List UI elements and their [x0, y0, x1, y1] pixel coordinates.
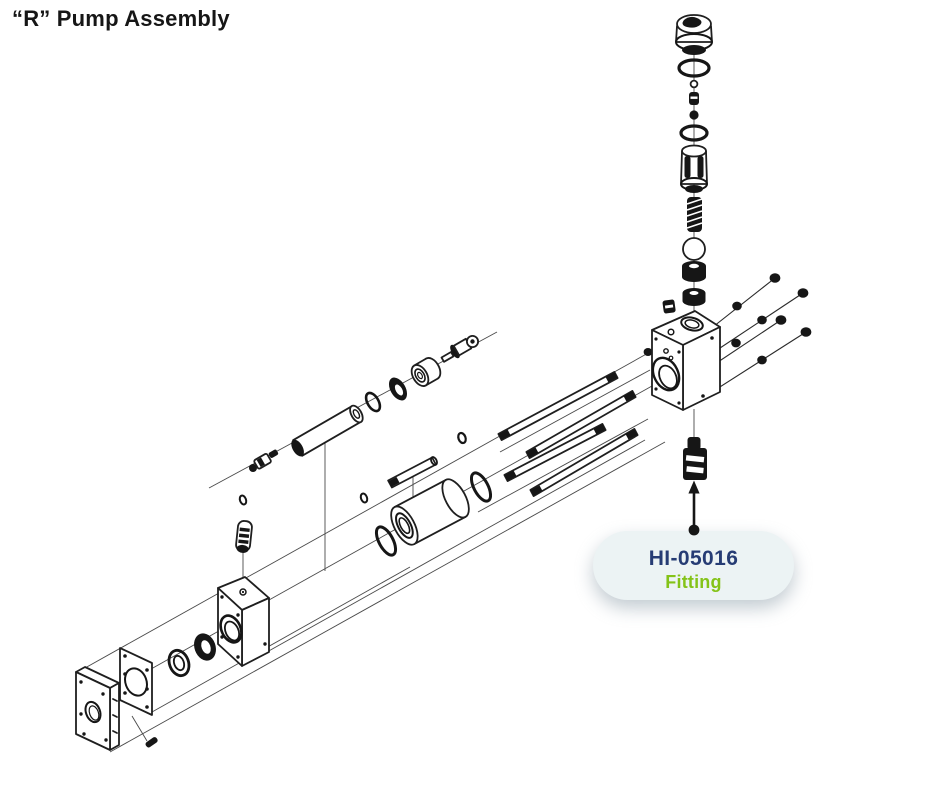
- packing-nut: [410, 357, 442, 387]
- seat-washer: [682, 288, 706, 306]
- check-ball-small: [689, 110, 699, 120]
- o-ring: [679, 124, 709, 142]
- cylinder-sleeve: [390, 478, 470, 546]
- page-title: “R” Pump Assembly: [12, 6, 230, 31]
- callout[interactable]: HI-05016 Fitting: [593, 480, 794, 601]
- callout-pointer-dot: [688, 524, 700, 536]
- small-plug: [662, 299, 676, 314]
- end-plate: [75, 666, 120, 751]
- callout-bubble: [593, 531, 794, 600]
- grease-fitting: [249, 449, 279, 472]
- rod-washer: [388, 377, 408, 401]
- check-ball: [682, 237, 706, 261]
- seal-rings: [167, 633, 216, 678]
- manifold-block: [651, 310, 721, 411]
- valve-cage: [680, 144, 708, 193]
- rod-o-ring: [364, 391, 382, 413]
- fitting-part: [683, 437, 707, 480]
- callout-part-number: HI-05016: [649, 547, 739, 570]
- spring-pin: [235, 520, 253, 553]
- small-o-rings: [238, 431, 467, 506]
- valve-stack: [675, 14, 713, 306]
- small-ball: [689, 79, 699, 89]
- small-poppet: [689, 92, 699, 105]
- pin-rod: [387, 456, 438, 489]
- tie-rods: [497, 370, 639, 498]
- plunger-rod: [291, 404, 364, 457]
- cylinder-o-rings: [374, 471, 493, 557]
- centerlines: [84, 50, 695, 753]
- o-ring: [677, 58, 711, 78]
- valve-poppet: [440, 334, 479, 363]
- gasket-plate: [119, 647, 153, 716]
- callout-part-name: Fitting: [665, 572, 721, 592]
- stud-bolts: [643, 273, 812, 393]
- mounting-screw: [145, 737, 158, 748]
- hex-cap: [675, 14, 713, 55]
- valve-seat: [682, 261, 706, 282]
- arrowhead-icon: [688, 480, 700, 494]
- nuts: [643, 273, 812, 365]
- spring: [686, 197, 703, 232]
- bearing-block: [217, 576, 270, 667]
